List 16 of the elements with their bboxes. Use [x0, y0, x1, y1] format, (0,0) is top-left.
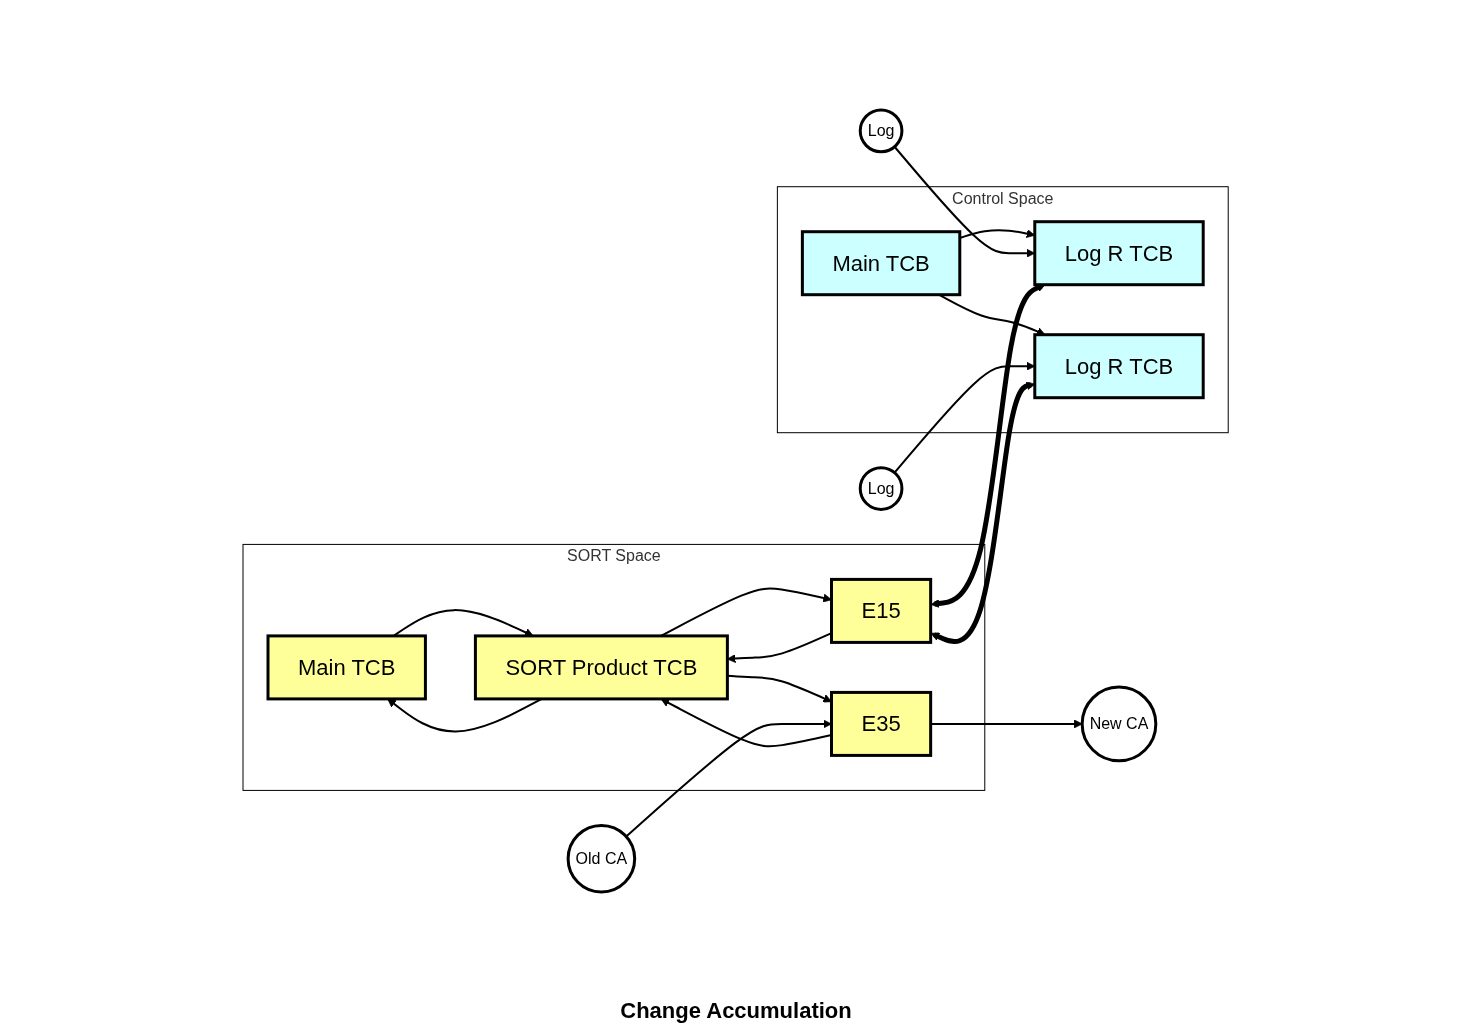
node-circle: Log — [859, 108, 904, 154]
node-box: E15 — [830, 577, 933, 644]
node-circle: New CA — [1081, 685, 1158, 763]
node-box: Log R TCB — [1033, 220, 1206, 287]
node-box: Log R TCB — [1033, 333, 1206, 400]
node-box: Main TCB — [801, 230, 962, 297]
arrow — [931, 381, 1036, 645]
node-circle: Log — [859, 466, 904, 511]
note-label: Change Accumulation — [620, 998, 852, 1023]
arrow — [893, 361, 1036, 474]
node-box: E35 — [830, 690, 933, 757]
node-box: Main TCB — [266, 634, 428, 701]
node-box: SORT Product TCB — [474, 634, 730, 701]
arrow — [893, 145, 1036, 258]
node-circle: Old CA — [567, 823, 637, 894]
arrow — [931, 283, 1046, 608]
